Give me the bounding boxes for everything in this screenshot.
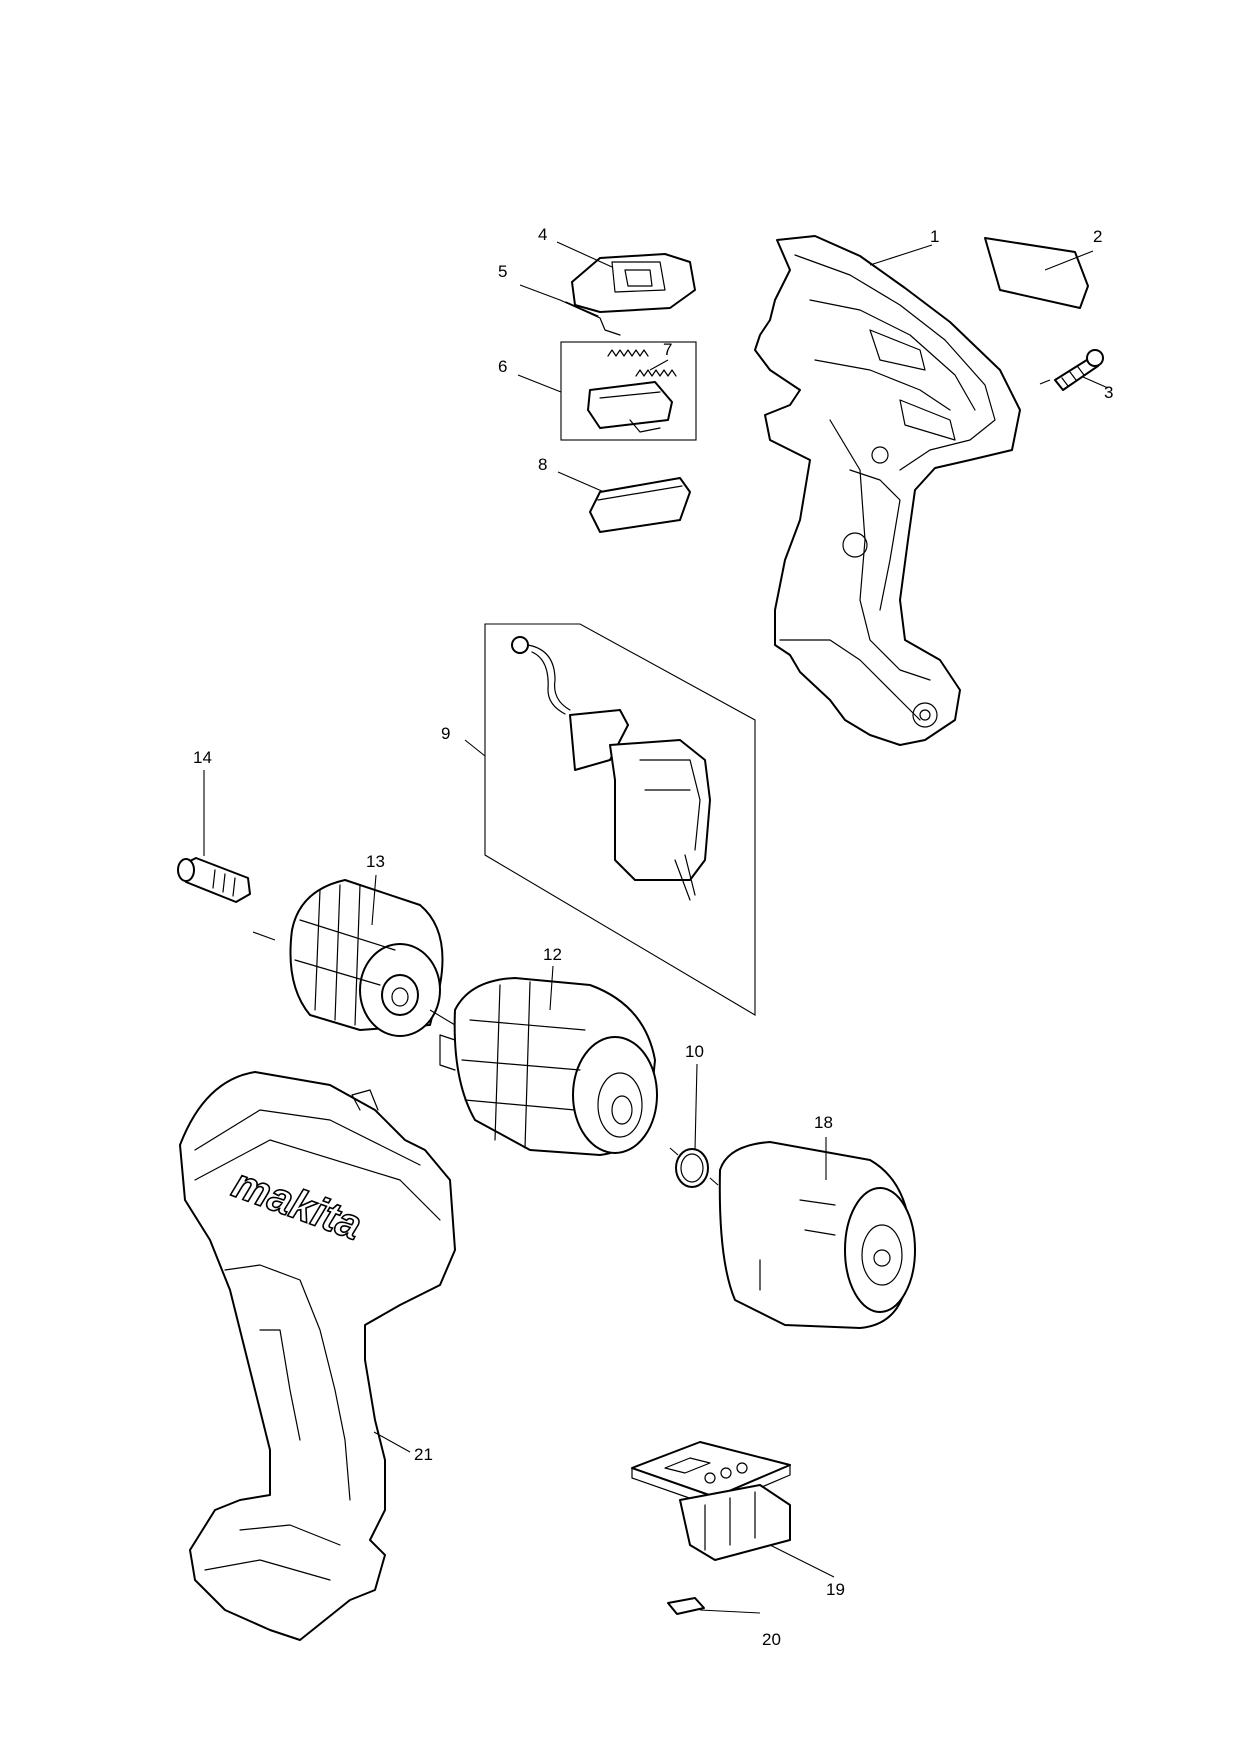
- part-4-lever-housing: [571, 253, 696, 313]
- callout-18: 18: [814, 1113, 833, 1132]
- callout-14: 14: [193, 748, 212, 767]
- part-12-gear-assembly: [439, 977, 658, 1156]
- leader-lines: [203, 241, 1109, 1614]
- callout-8: 8: [538, 455, 547, 474]
- part-8-lever: [589, 477, 691, 533]
- part-9-switch-box: [484, 623, 756, 1016]
- part-21-housing-half: [179, 1071, 456, 1641]
- part-3-screw: [1054, 349, 1104, 391]
- callout-2: 2: [1093, 227, 1102, 246]
- callout-13: 13: [366, 852, 385, 871]
- callout-4: 4: [538, 225, 547, 244]
- part-1-housing-half: [754, 235, 1021, 746]
- callout-1: 1: [930, 227, 939, 246]
- part-18-motor: [718, 1141, 916, 1329]
- part-2-nameplate: [984, 237, 1089, 309]
- part-19-controller: [631, 1441, 791, 1561]
- callout-20: 20: [762, 1630, 781, 1649]
- part-9-switch: [511, 636, 711, 901]
- part-7-springs: [607, 349, 677, 377]
- part-5-leaf-spring: [559, 299, 621, 336]
- part-6-switch-assembly: [560, 341, 697, 441]
- callout-21: 21: [414, 1445, 433, 1464]
- part-13-chuck: [289, 879, 444, 1037]
- callout-7: 7: [663, 340, 672, 359]
- callout-19: 19: [826, 1580, 845, 1599]
- callout-5: 5: [498, 262, 507, 281]
- callout-labels: 1 2 3 4 5 6 7 8 9 10 12 13 14 18 19 20 2…: [193, 225, 1113, 1649]
- callout-12: 12: [543, 945, 562, 964]
- part-14-bolt: [177, 857, 251, 903]
- part-10-o-ring: [675, 1148, 709, 1188]
- callout-6: 6: [498, 357, 507, 376]
- callout-10: 10: [685, 1042, 704, 1061]
- callout-9: 9: [441, 724, 450, 743]
- part-20-pad: [667, 1597, 705, 1615]
- callout-3: 3: [1104, 383, 1113, 402]
